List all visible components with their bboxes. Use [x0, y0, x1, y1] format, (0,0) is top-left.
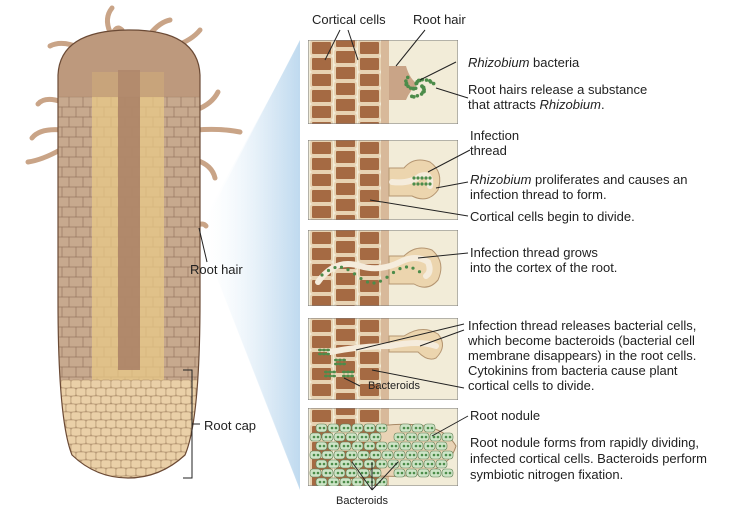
releases-text-5: cortical cells to divide.: [468, 378, 594, 393]
proliferates-text-1: Rhizobium proliferates and causes an: [470, 172, 688, 187]
nodule-text-1: Root nodule forms from rapidly dividing,: [470, 435, 699, 450]
panel-4: [308, 312, 458, 413]
cortical-divide-label: Cortical cells begin to divide.: [470, 209, 635, 224]
releases-text-2: which become bacteroids (bacterial cell: [468, 333, 695, 348]
infection-label-2: thread: [470, 143, 507, 158]
root-nodule-label: Root nodule: [470, 408, 540, 423]
thread-grows-2: into the cortex of the root.: [470, 260, 617, 275]
root-cap-label: Root cap: [204, 418, 256, 433]
panel-3: [308, 224, 458, 318]
releases-text-4: Cytokinins from bacteria cause plant: [468, 363, 678, 378]
nodule-text-2: infected cortical cells. Bacteroids perf…: [470, 451, 707, 466]
root-top-face: [55, 25, 205, 97]
releases-text-3: membrane disappears) in the root cells.: [468, 348, 696, 363]
releases-text-1: Infection thread releases bacterial cell…: [468, 318, 696, 333]
attract-text-2: that attracts Rhizobium.: [468, 97, 605, 112]
panels: [308, 34, 458, 496]
panel-5: [308, 402, 458, 496]
proliferates-text-2: infection thread to form.: [470, 187, 607, 202]
infection-label-1: Infection: [470, 128, 519, 143]
attract-text-1: Root hairs release a substance: [468, 82, 647, 97]
stele-core: [118, 70, 140, 370]
nodule-text-3: symbiotic nitrogen fixation.: [470, 467, 623, 482]
root-hair-label: Root hair: [190, 262, 243, 277]
panel-2: [308, 134, 458, 228]
root-hair-header-label: Root hair: [413, 12, 466, 27]
bacteroids-bottom-label: Bacteroids: [336, 494, 388, 509]
cortical-cells-label: Cortical cells: [312, 12, 386, 27]
root-cap-cells: [56, 380, 211, 484]
thread-grows-1: Infection thread grows: [470, 245, 598, 260]
bacteroids-inner-label: Bacteroids: [368, 379, 420, 394]
rhizobium-bacteria-label: Rhizobium bacteria: [468, 55, 579, 70]
